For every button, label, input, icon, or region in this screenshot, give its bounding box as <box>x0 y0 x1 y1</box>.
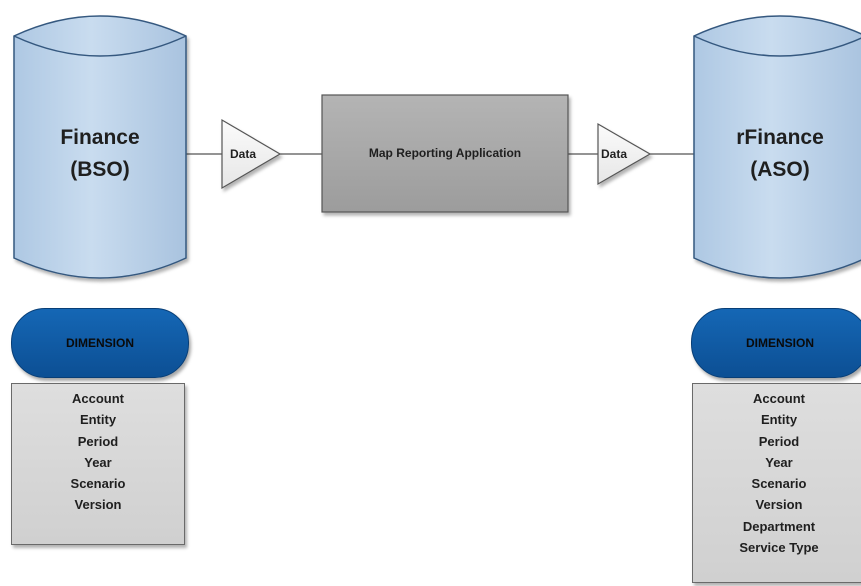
dimension-item: Year <box>84 454 112 470</box>
dimension-item: Entity <box>79 412 117 428</box>
dimension-item: Service Type <box>739 540 819 556</box>
finance-db-type: (BSO) <box>70 158 130 181</box>
right-dimension-list: Account Entity Period Year Scenario Vers… <box>692 383 861 583</box>
left-data-label: Data <box>230 147 257 161</box>
dimension-item: Account <box>753 391 805 406</box>
left-data-flow-triangle <box>221 118 282 190</box>
rfinance-aso-cylinder <box>693 15 861 279</box>
dimension-item: Entity <box>760 412 798 428</box>
dimension-item: Department <box>742 518 816 534</box>
finance-bso-cylinder <box>13 15 187 279</box>
dimension-item: Version <box>755 497 803 513</box>
dimension-item: Scenario <box>751 476 807 492</box>
dimension-item: Account <box>72 391 124 406</box>
right-dimension-header: DIMENSION <box>691 308 861 378</box>
right-data-label: Data <box>601 147 628 161</box>
rfinance-db-type: (ASO) <box>750 158 810 181</box>
dimension-item: Period <box>77 433 119 449</box>
map-reporting-application-box <box>321 94 569 213</box>
dimension-item: Period <box>758 433 800 449</box>
right-data-flow-triangle <box>597 122 652 186</box>
rfinance-db-name: rFinance <box>736 126 824 149</box>
left-dimension-list: Account Entity Period Year Scenario Vers… <box>11 383 185 545</box>
finance-db-name: Finance <box>60 126 140 149</box>
dimension-item: Scenario <box>70 476 126 492</box>
application-label: Map Reporting Application <box>368 146 522 160</box>
finance-db-label: Finance (BSO) <box>14 122 186 186</box>
dimension-item: Year <box>765 454 793 470</box>
rfinance-db-label: rFinance (ASO) <box>694 122 861 186</box>
left-dimension-header: DIMENSION <box>11 308 189 378</box>
dimension-item: Version <box>74 497 122 513</box>
